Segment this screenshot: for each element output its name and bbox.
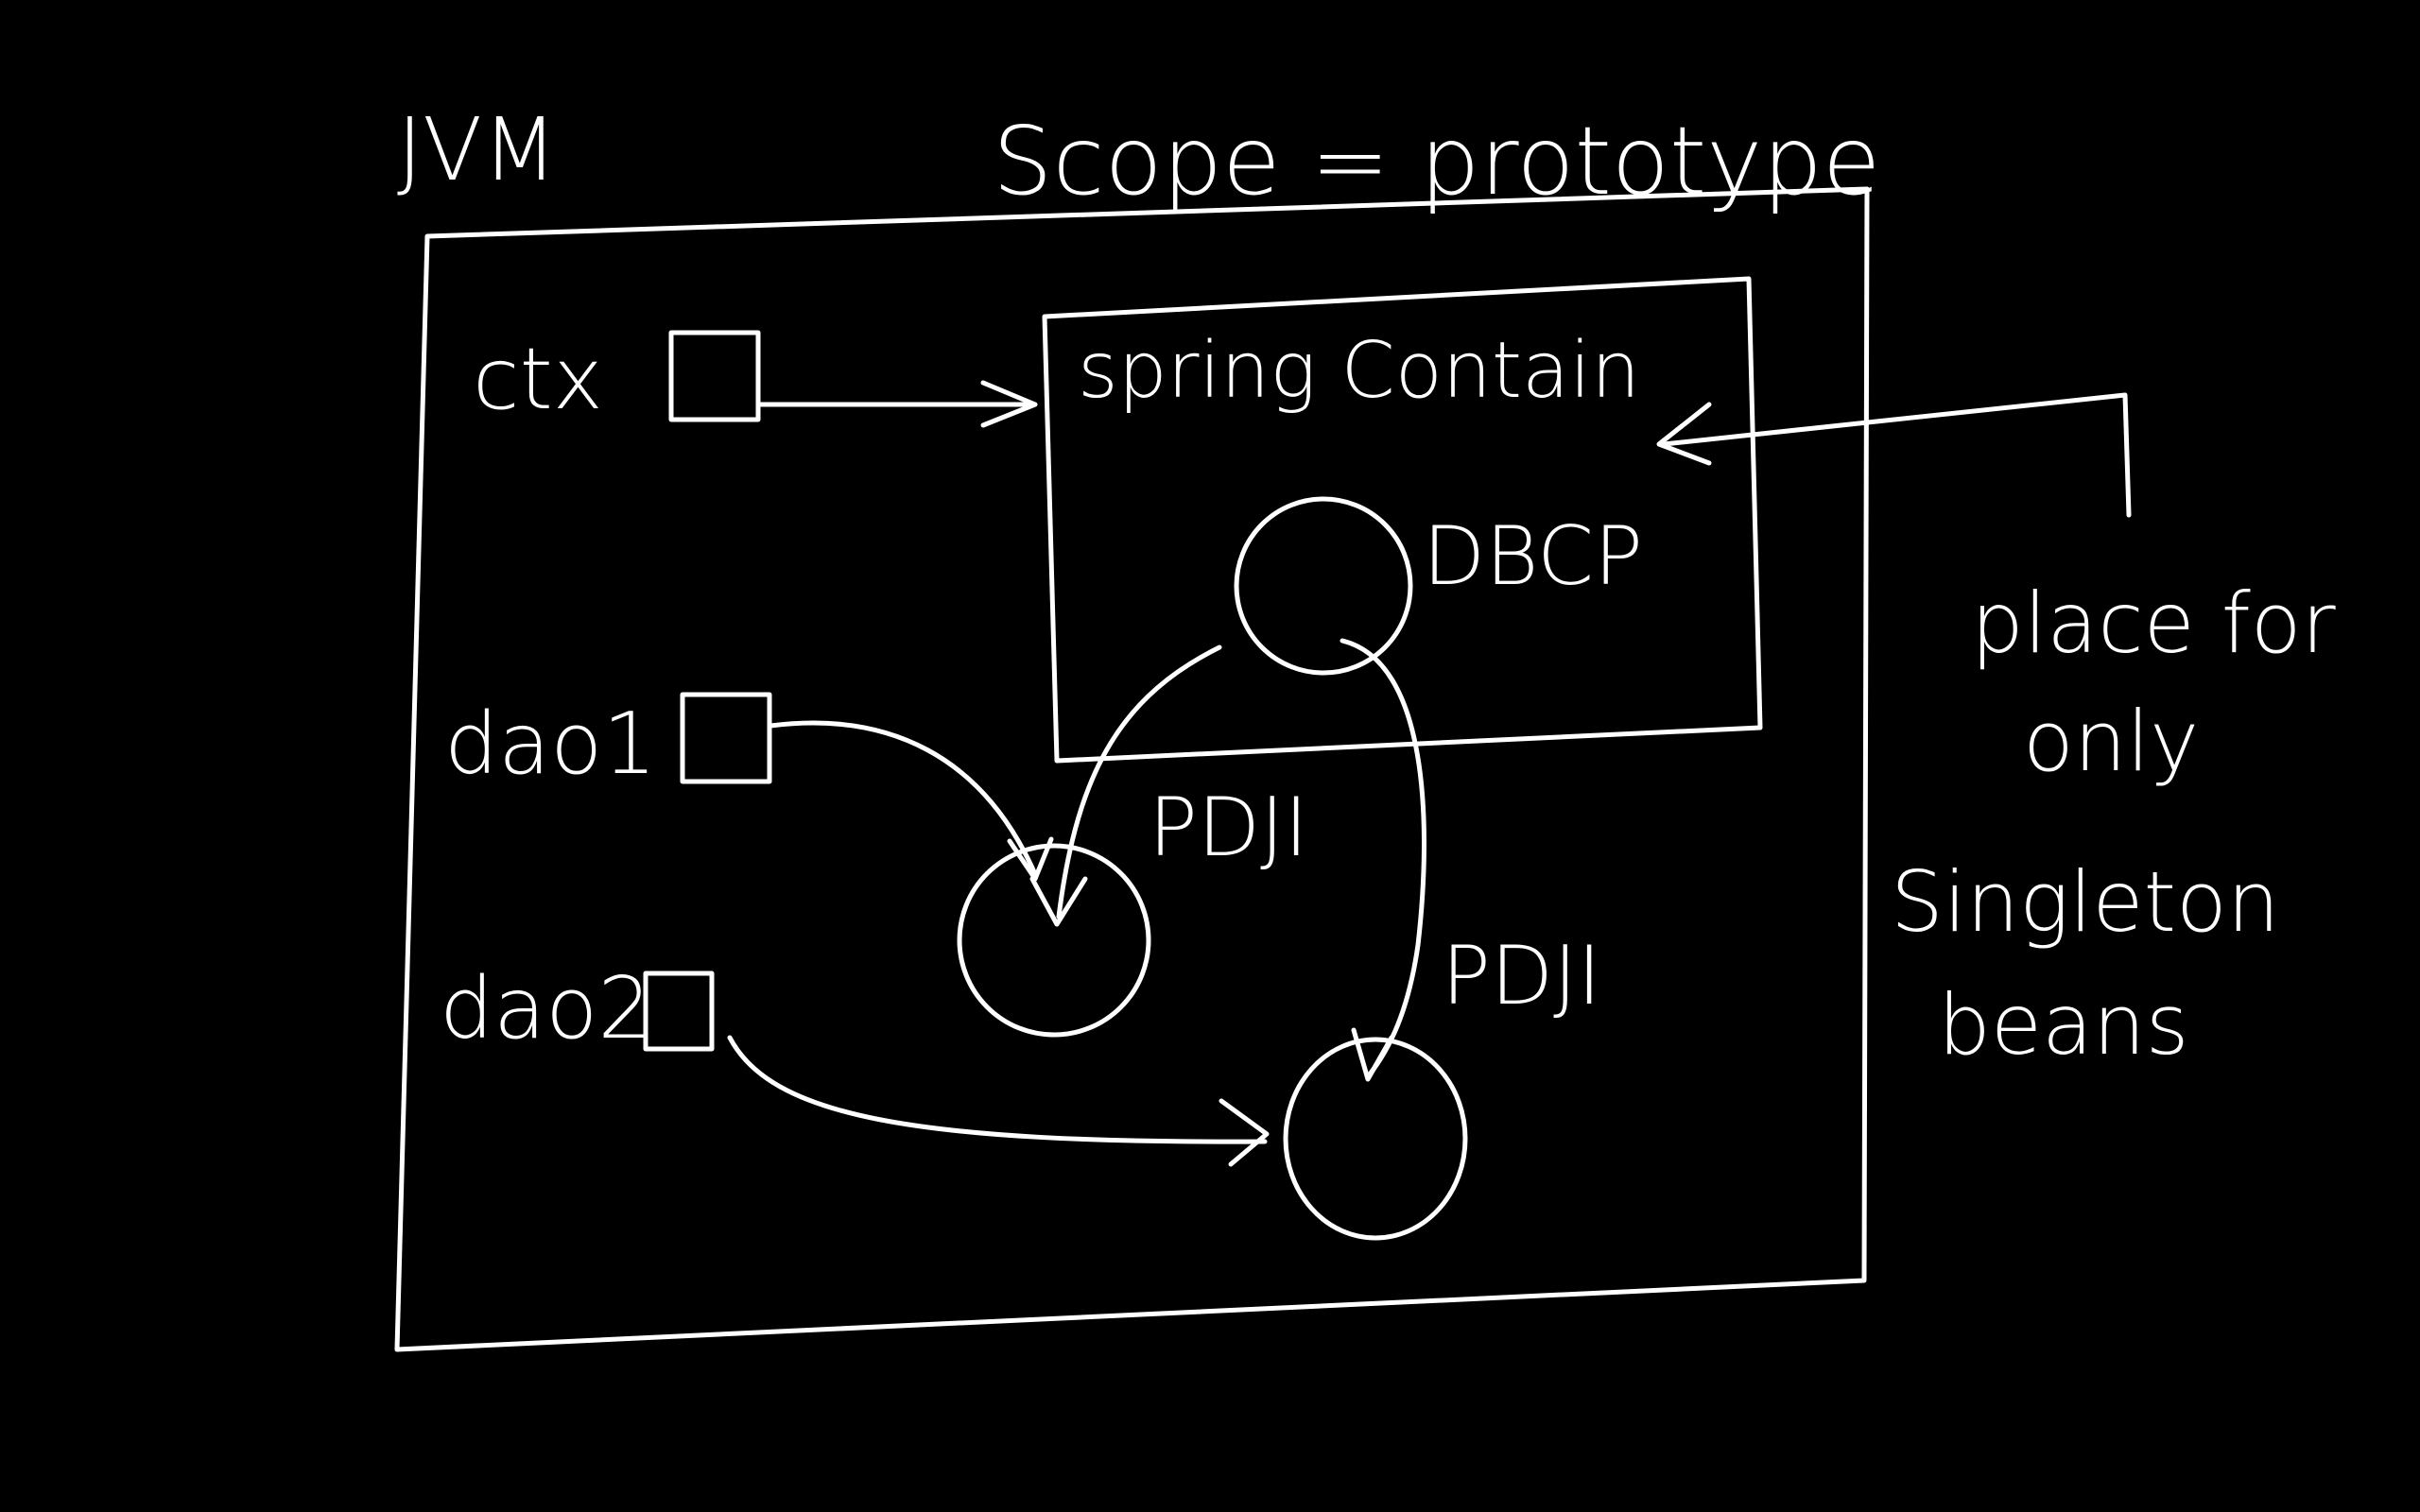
note-line-3: Singleton [1891,853,2280,951]
note-arrowhead [1656,402,1712,466]
ctx-ref-box [668,330,761,422]
note-line-1: place for [1971,575,2337,672]
pdji-1-label: PDJI [1149,781,1308,875]
dbcp-to-pdji2-arrow [1340,638,1426,1078]
pdji-bean-1-circle [957,843,1151,1038]
ctx-label: ctx [473,330,603,429]
dao1-ref-box [680,692,772,784]
note-line-4: beans [1938,976,2189,1074]
dbcp-to-pdji1-arrowhead [1029,876,1088,927]
spring-container-box [1042,276,1763,764]
pdji-bean-2-ellipse [1283,1037,1468,1241]
jvm-box [394,186,1870,1352]
dbcp-bean-circle [1234,496,1413,676]
dbcp-to-pdji2-arrowhead [1351,1027,1394,1082]
pdji-2-label: PDJI [1442,929,1601,1023]
spring-container-label: spring Contain [1078,326,1640,416]
note-line-2: only [2023,693,2199,790]
dao2-arrow [727,1035,1268,1144]
scope-title: Scope = prototype [993,106,1880,216]
dao2-arrowhead [1219,1098,1270,1167]
dao1-label: dao1 [444,695,657,794]
jvm-label: JVM [397,99,557,200]
ctx-arrowhead [980,380,1038,428]
dao2-label: dao2 [440,959,652,1058]
dao2-ref-box [643,971,715,1052]
dbcp-label: DBCP [1423,509,1643,604]
dbcp-to-pdji1-arrow [1056,644,1222,919]
note-arrow [1661,392,2132,518]
dao1-arrow [768,720,1038,877]
